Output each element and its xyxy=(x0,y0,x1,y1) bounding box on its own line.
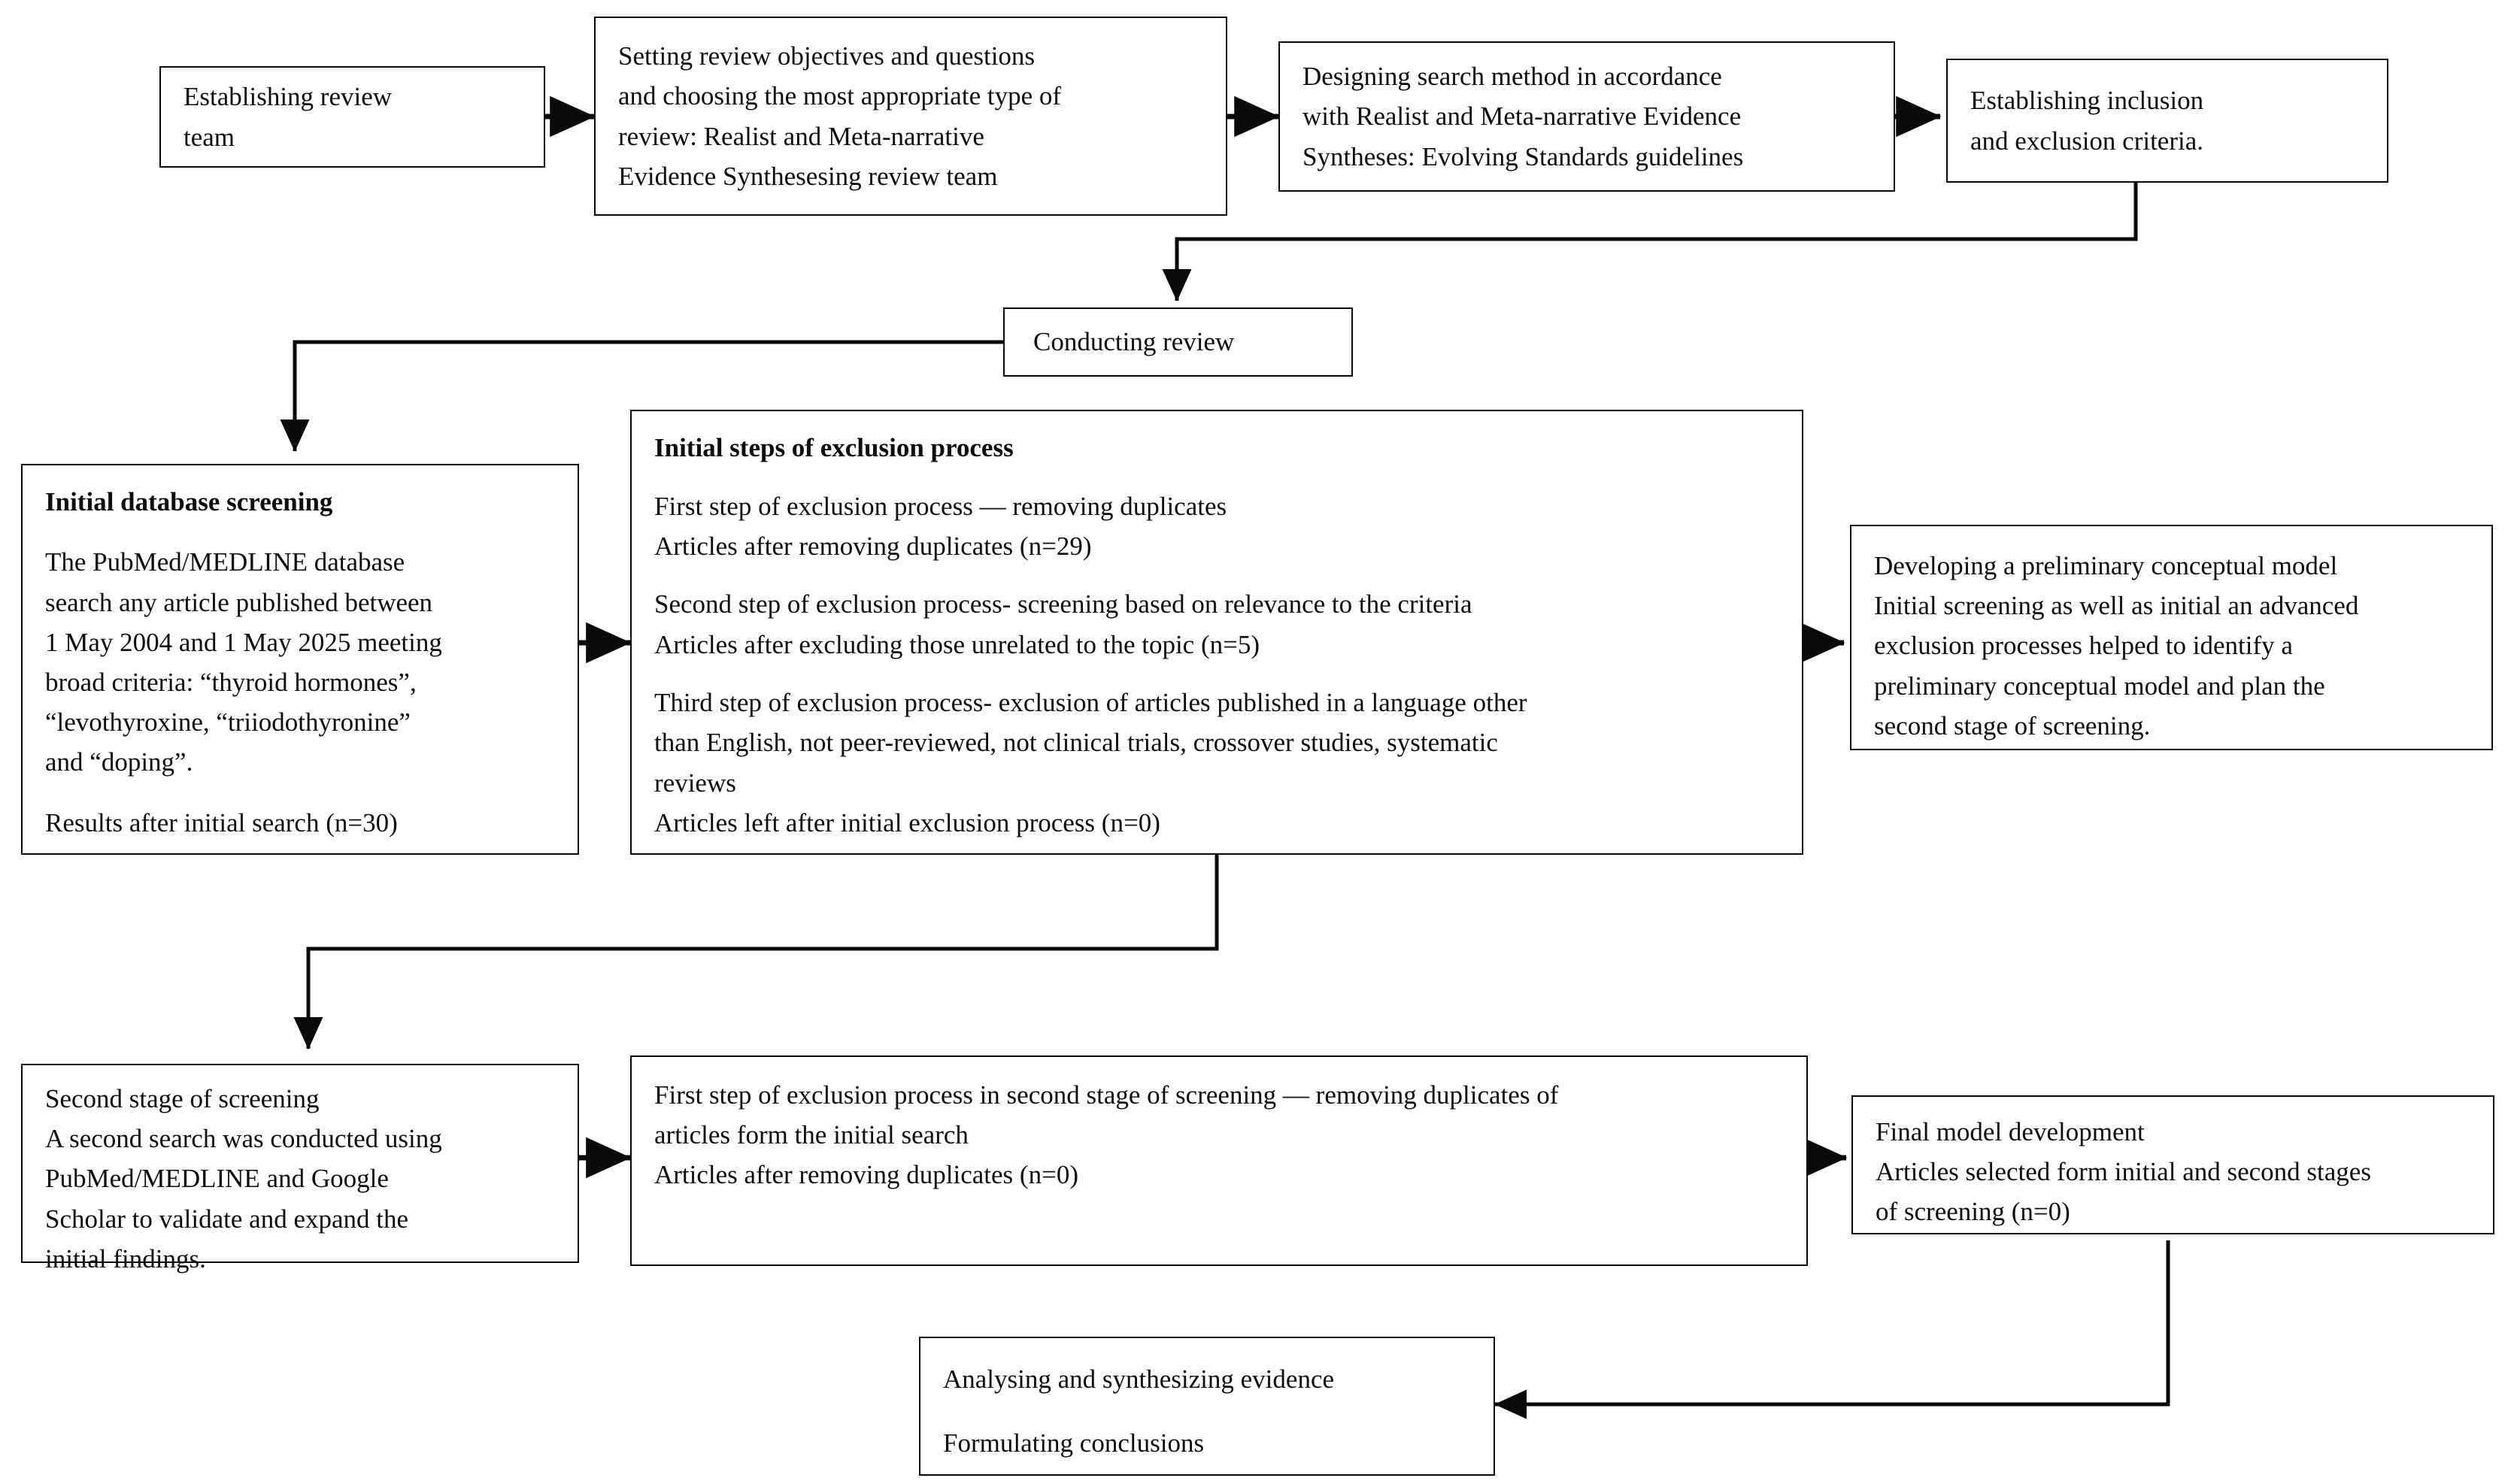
setting-objectives-line2: and choosing the most appropriate type o… xyxy=(618,81,1062,111)
node-initial-database-screening[interactable]: Initial database screening The PubMed/ME… xyxy=(21,464,579,855)
establishing-team-line1: Establishing review xyxy=(183,82,393,112)
preliminary-model-heading: Developing a preliminary conceptual mode… xyxy=(1874,551,2338,580)
second-stage-exclusion-line2: Articles after removing duplicates (n=0) xyxy=(654,1160,1078,1190)
initial-db-screening-result: Results after initial search (n=30) xyxy=(45,807,398,837)
spacer xyxy=(654,665,1782,683)
node-analysing-synthesizing-evidence[interactable]: Analysing and synthesizing evidence Form… xyxy=(919,1337,1495,1476)
inclusion-criteria-line2: and exclusion criteria. xyxy=(1970,126,2204,156)
inclusion-criteria-line1: Establishing inclusion xyxy=(1970,86,2204,116)
initial-exclusion-step2: Second step of exclusion process- screen… xyxy=(654,589,1472,659)
node-designing-search-method[interactable]: Designing search method in accordance wi… xyxy=(1278,41,1895,192)
spacer xyxy=(654,566,1782,584)
spacer xyxy=(45,783,558,803)
node-second-stage-of-screening[interactable]: Second stage of screening A second searc… xyxy=(21,1064,579,1274)
spacer xyxy=(943,1399,1474,1423)
node-developing-preliminary-conceptual-model[interactable]: Developing a preliminary conceptual mode… xyxy=(1850,525,2493,750)
initial-exclusion-step1: First step of exclusion process — removi… xyxy=(654,491,1227,561)
node-final-model-development[interactable]: Final model development Articles selecte… xyxy=(1851,1095,2494,1234)
designing-search-line3: Syntheses: Evolving Standards guidelines xyxy=(1302,141,1744,171)
second-stage-exclusion-line1: First step of exclusion process in secon… xyxy=(654,1080,1559,1150)
analysing-evidence-line1: Analysing and synthesizing evidence xyxy=(943,1364,1335,1394)
setting-objectives-line3: review: Realist and Meta-narrative xyxy=(618,121,984,151)
node-establishing-inclusion-criteria[interactable]: Establishing inclusion and exclusion cri… xyxy=(1946,59,2388,183)
designing-search-line2: with Realist and Meta-narrative Evidence xyxy=(1302,101,1742,132)
connector-inclusion-to-conducting xyxy=(1162,182,2138,302)
initial-db-screening-heading: Initial database screening xyxy=(45,487,333,516)
connector-exclusion-to-second-stage xyxy=(293,854,1219,1050)
setting-objectives-line1: Setting review objectives and questions xyxy=(618,41,1036,71)
node-setting-review-objectives[interactable]: Setting review objectives and questions … xyxy=(594,17,1227,216)
node-second-stage-exclusion-step[interactable]: First step of exclusion process in secon… xyxy=(630,1055,1808,1266)
analysing-evidence-line2: Formulating conclusions xyxy=(943,1428,1205,1458)
establishing-team-line2: team xyxy=(183,122,235,152)
final-model-body: Articles selected form initial and secon… xyxy=(1876,1157,2371,1227)
conducting-review-label: Conducting review xyxy=(1033,327,1235,357)
node-initial-steps-of-exclusion-process[interactable]: Initial steps of exclusion process First… xyxy=(630,410,1803,855)
second-stage-heading: Second stage of screening xyxy=(45,1084,320,1113)
node-conducting-review[interactable]: Conducting review xyxy=(1003,307,1353,377)
spacer xyxy=(654,468,1782,486)
preliminary-model-body: Initial screening as well as initial an … xyxy=(1874,591,2359,740)
node-establishing-review-team[interactable]: Establishing review team xyxy=(159,66,545,168)
initial-exclusion-step3: Third step of exclusion process- exclusi… xyxy=(654,688,1527,837)
final-model-heading: Final model development xyxy=(1876,1117,2145,1146)
second-stage-body: A second search was conducted using PubM… xyxy=(45,1124,442,1274)
setting-objectives-line4: Evidence Synthesesing review team xyxy=(618,161,998,191)
initial-exclusion-heading: Initial steps of exclusion process xyxy=(654,433,1014,462)
spacer xyxy=(45,522,558,542)
initial-db-screening-body: The PubMed/MEDLINE database search any a… xyxy=(45,547,442,777)
designing-search-line1: Designing search method in accordance xyxy=(1302,62,1722,92)
